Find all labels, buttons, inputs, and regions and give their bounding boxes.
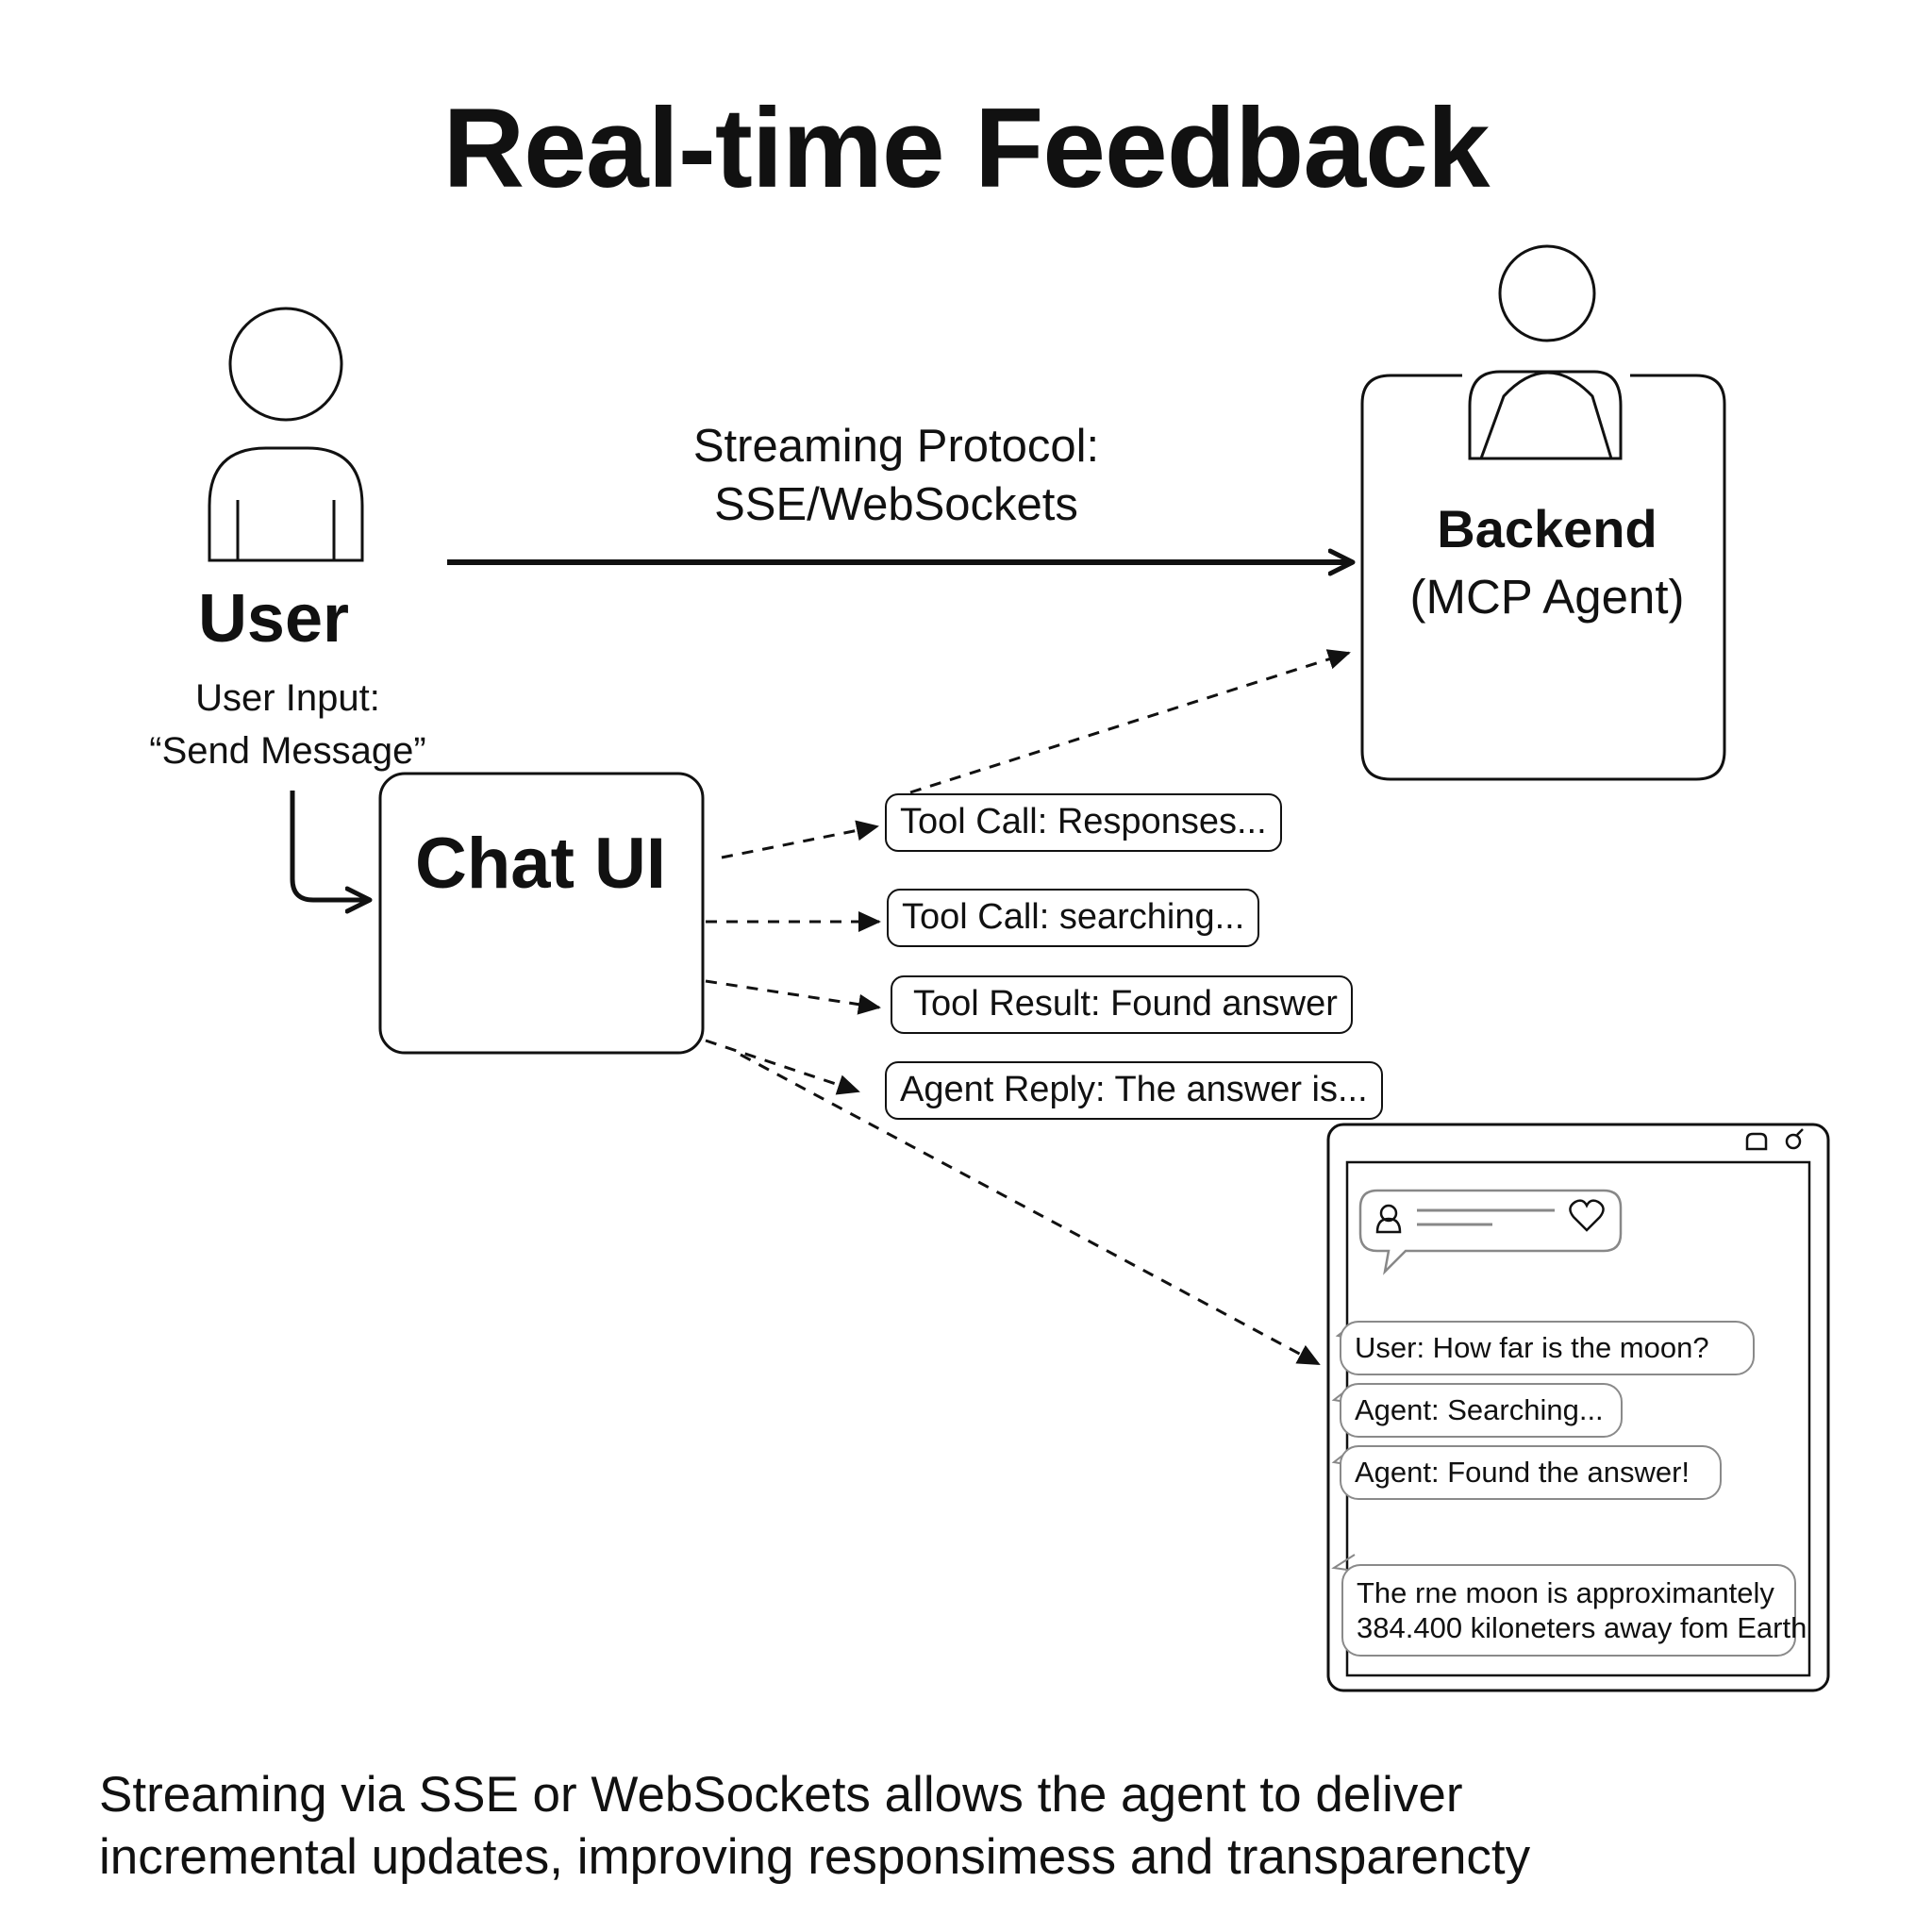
- dashed-arrow-to-backend: [909, 649, 1351, 794]
- event-tool-call-responses: Tool Call: Responses...: [885, 793, 1282, 852]
- chat-message-final-answer: The rne moon is approximantely 384.400 k…: [1341, 1564, 1807, 1657]
- chat-ui-box: [378, 772, 705, 1055]
- backend-box: [1360, 374, 1726, 781]
- chat-message-agent-found: Agent: Found the answer!: [1340, 1445, 1722, 1500]
- event-agent-reply: Agent Reply: The answer is...: [885, 1061, 1383, 1120]
- heart-icon: [1569, 1199, 1605, 1232]
- text-lines-icon: [1417, 1208, 1555, 1226]
- user-label: User: [197, 581, 350, 657]
- event-tool-result: Tool Result: Found answer: [891, 975, 1353, 1034]
- user-input-line-1: User Input:: [195, 677, 380, 719]
- profile-icon: [1375, 1204, 1402, 1234]
- header-bubble: [1358, 1189, 1623, 1275]
- protocol-line-2: SSE/WebSockets: [714, 479, 1078, 530]
- user-avatar-icon: [208, 307, 364, 562]
- refresh-icon: [1785, 1133, 1802, 1150]
- user-input-line-2: “Send Message”: [149, 730, 426, 772]
- user-input-arrow: [290, 791, 370, 900]
- caption: Streaming via SSE or WebSockets allows t…: [99, 1764, 1835, 1889]
- agent-avatar-icon: [1468, 244, 1623, 460]
- dashed-arrow-event-3: [705, 979, 881, 1015]
- caption-line-1: Streaming via SSE or WebSockets allows t…: [99, 1767, 1463, 1823]
- backend-subtitle: (MCP Agent): [1409, 570, 1685, 624]
- final-answer-line-1: The rne moon is approximantely: [1357, 1576, 1774, 1609]
- minimize-icon: [1745, 1132, 1768, 1151]
- protocol-line-1: Streaming Protocol:: [692, 421, 1100, 472]
- chat-ui-label: Chat UI: [415, 824, 666, 904]
- event-arrows: [705, 649, 1351, 1366]
- event-tool-call-searching: Tool Call: searching...: [887, 889, 1260, 947]
- dashed-arrow-to-chat-window: [740, 1053, 1321, 1366]
- streaming-protocol-label: Streaming Protocol: SSE/WebSockets: [651, 417, 1141, 534]
- dashed-arrow-event-4: [705, 1039, 860, 1095]
- backend-title: Backend: [1437, 499, 1657, 558]
- caption-line-2: incremental updates, improving responsim…: [99, 1829, 1531, 1885]
- chat-message-agent-searching: Agent: Searching...: [1340, 1383, 1623, 1438]
- window-controls: [1745, 1128, 1804, 1151]
- page-title: Real-time Feedback: [442, 85, 1490, 211]
- user-input-label: User Input: “Send Message”: [113, 672, 462, 777]
- chat-message-user: User: How far is the moon?: [1340, 1321, 1755, 1375]
- final-answer-line-2: 384.400 kiloneters away fom Earth: [1357, 1611, 1807, 1644]
- dashed-arrow-event-1: [721, 820, 879, 859]
